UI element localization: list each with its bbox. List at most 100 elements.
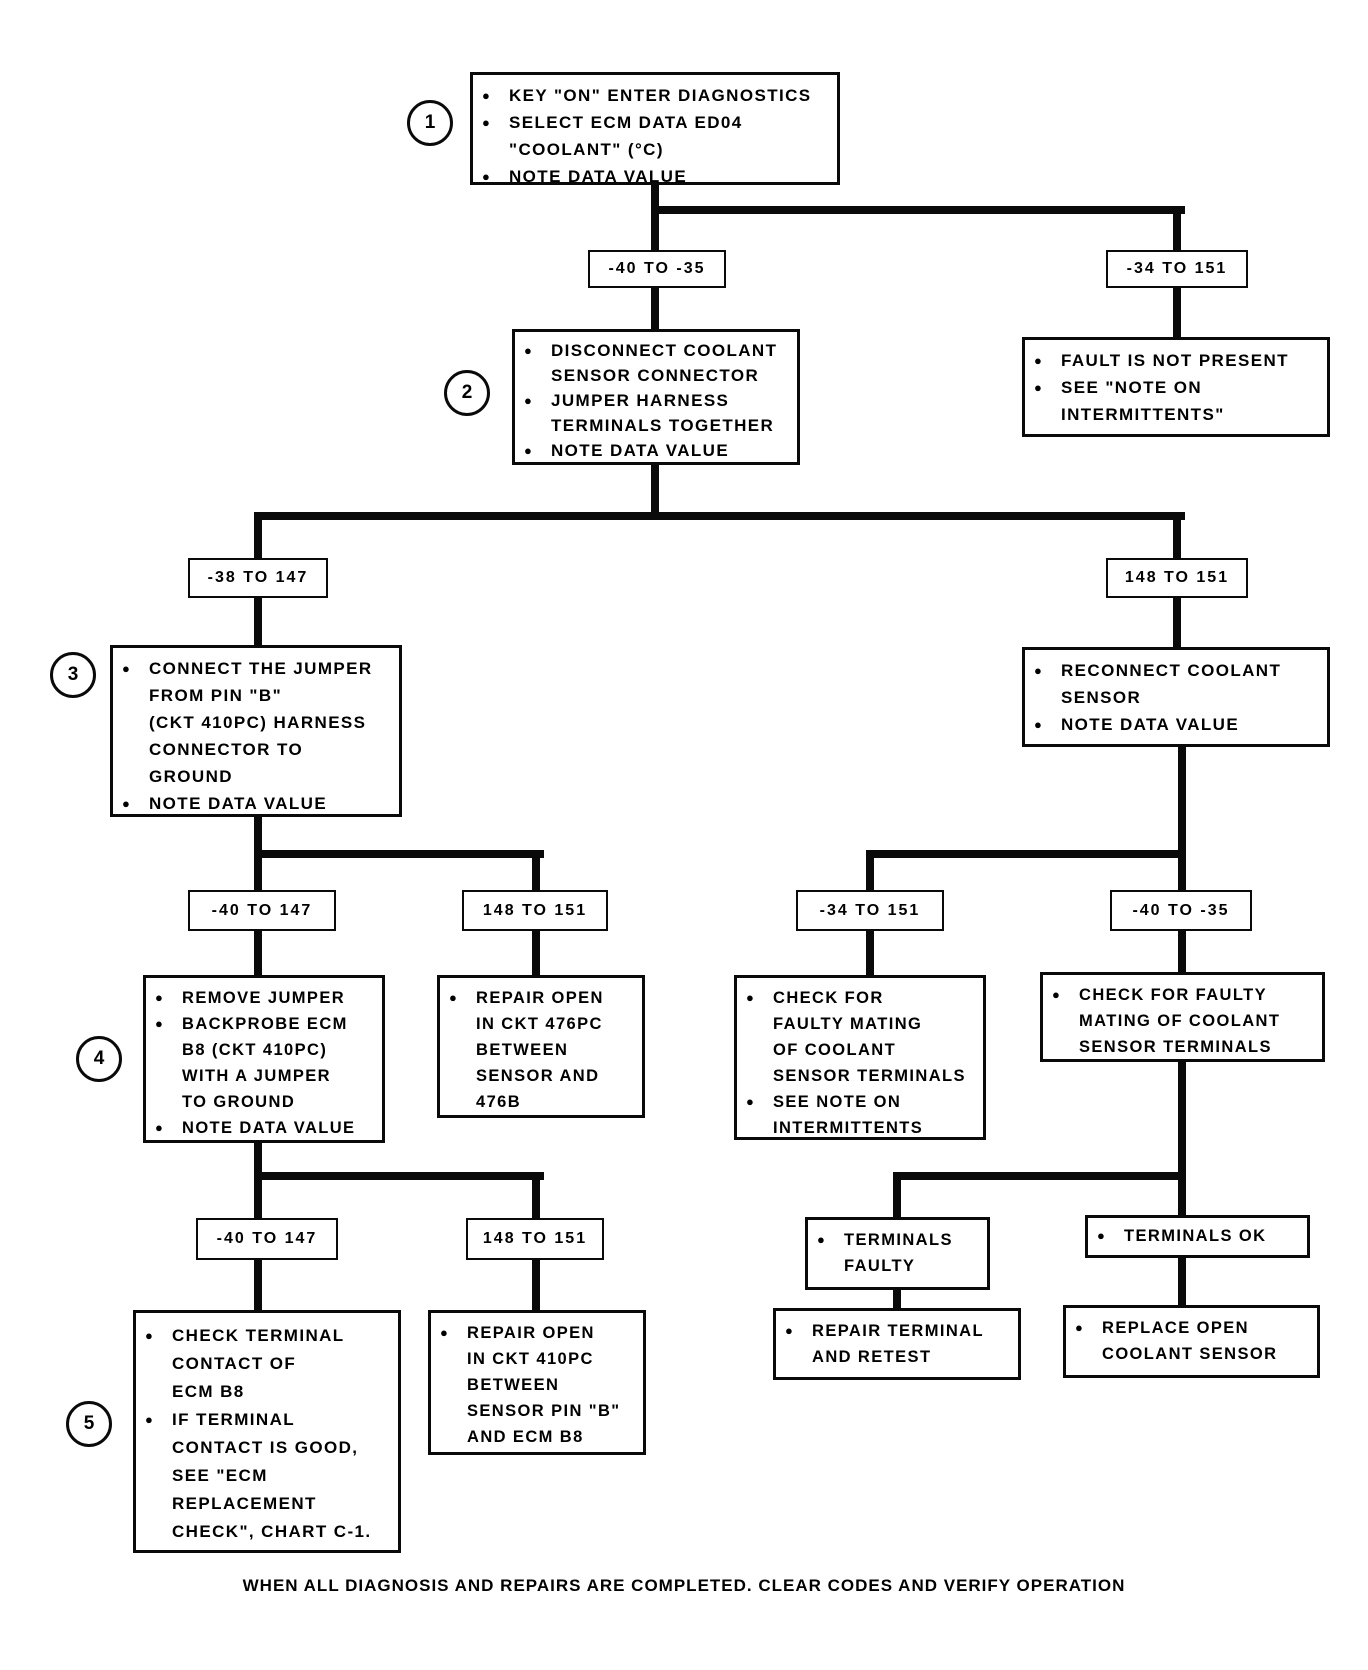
connector: [651, 458, 659, 518]
range-text: -40 TO -35: [608, 260, 706, 277]
range-text: -40 TO -35: [1132, 901, 1230, 919]
instruction-line: REPAIR OPEN: [431, 1320, 637, 1346]
instruction-line: AND RETEST: [812, 1348, 932, 1366]
connector: [866, 850, 1186, 858]
connector: [254, 927, 262, 979]
connector: [1178, 743, 1186, 858]
range-text: -40 TO 147: [211, 901, 313, 919]
instruction-line: OF COOLANT: [773, 1041, 897, 1059]
instruction-line: NOTE DATA VALUE: [473, 163, 831, 190]
instruction-line: SENSOR AND: [476, 1067, 600, 1085]
connector: [893, 1172, 1186, 1180]
instruction-line: SENSOR TERMINALS: [1079, 1038, 1272, 1056]
instruction-line: NOTE DATA VALUE: [146, 1115, 376, 1141]
range-label: 148 TO 151: [462, 890, 608, 931]
connector: [651, 285, 659, 331]
instruction-line: FROM PIN "B": [149, 686, 283, 705]
instruction-line: TERMINALS TOGETHER: [551, 416, 775, 435]
instruction-line: 476B: [476, 1093, 522, 1111]
instruction-line: SELECT ECM DATA ED04: [473, 109, 831, 136]
step-number-1: 1: [407, 100, 453, 146]
instruction-line: CONTACT OF: [172, 1354, 297, 1373]
connector: [532, 850, 540, 894]
range-label: -40 TO 147: [188, 890, 336, 931]
connector: [532, 1172, 540, 1222]
step-number-5: 5: [66, 1401, 112, 1447]
instruction-line: CHECK FOR FAULTY: [1043, 982, 1316, 1008]
step5-box: CHECK TERMINAL CONTACT OF ECM B8 IF TERM…: [133, 1310, 401, 1553]
step1-box: KEY "ON" ENTER DIAGNOSTICS SELECT ECM DA…: [470, 72, 840, 190]
range-text: 148 TO 151: [1124, 569, 1230, 586]
instruction-line: KEY "ON" ENTER DIAGNOSTICS: [473, 82, 831, 109]
connector: [254, 512, 262, 562]
range-label: -38 TO 147: [188, 558, 328, 598]
instruction-line: REPAIR OPEN: [440, 985, 636, 1011]
instruction-line: REPAIR TERMINAL: [776, 1318, 1012, 1344]
connector: [254, 813, 262, 858]
connector: [254, 850, 544, 858]
range-text: -40 TO 147: [216, 1230, 318, 1247]
instruction-line: TO GROUND: [182, 1093, 296, 1111]
instruction-line: ECM B8: [172, 1382, 245, 1401]
repair-terminal-box: REPAIR TERMINAL AND RETEST: [773, 1308, 1021, 1380]
step-number-2: 2: [444, 370, 490, 416]
instruction-line: SEE NOTE ON: [737, 1089, 977, 1115]
instruction-line: CHECK TERMINAL: [136, 1322, 392, 1350]
instruction-line: DISCONNECT COOLANT: [515, 338, 791, 363]
instruction-line: SENSOR TERMINALS: [773, 1067, 966, 1085]
range-label: -40 TO -35: [1110, 890, 1252, 931]
instruction-line: NOTE DATA VALUE: [1025, 711, 1321, 738]
connector: [254, 594, 262, 649]
step-number-label: 4: [93, 1048, 105, 1069]
instruction-line: CONNECT THE JUMPER: [113, 655, 393, 682]
connector: [254, 1172, 544, 1180]
instruction-line: SENSOR CONNECTOR: [551, 366, 760, 385]
instruction-line: REPLACE OPEN: [1066, 1315, 1311, 1341]
instruction-line: B8 (CKT 410PC): [182, 1041, 328, 1059]
instruction-line: REPLACEMENT: [172, 1494, 317, 1513]
result-line: TERMINALS: [808, 1227, 981, 1253]
terminals-ok-box: TERMINALS OK: [1085, 1215, 1310, 1258]
connector: [893, 1286, 901, 1314]
range-label: -34 TO 151: [796, 890, 944, 931]
range-text: -38 TO 147: [207, 569, 309, 586]
instruction-line: CONTACT IS GOOD,: [172, 1438, 359, 1457]
instruction-line: IN CKT 410PC: [467, 1350, 594, 1368]
connector: [1178, 1058, 1186, 1180]
step-number-label: 5: [83, 1413, 95, 1434]
step2-box: DISCONNECT COOLANT SENSOR CONNECTOR JUMP…: [512, 329, 800, 465]
connector: [651, 183, 659, 254]
connector: [254, 1172, 262, 1222]
repair-open-410pc-box: REPAIR OPEN IN CKT 410PC BETWEEN SENSOR …: [428, 1310, 646, 1455]
result-line: TERMINALS OK: [1088, 1223, 1301, 1249]
step-number-3: 3: [50, 652, 96, 698]
connector: [1178, 1254, 1186, 1309]
instruction-line: SEE "ECM: [172, 1466, 268, 1485]
connector: [1178, 850, 1186, 894]
connector: [1178, 927, 1186, 976]
instruction-line: WITH A JUMPER: [182, 1067, 331, 1085]
instruction-line: FAULT IS NOT PRESENT: [1025, 347, 1321, 374]
instruction-line: INTERMITTENTS: [773, 1119, 924, 1137]
instruction-line: SENSOR: [1061, 688, 1142, 707]
step-number-label: 2: [461, 382, 473, 403]
range-text: 148 TO 151: [482, 901, 588, 919]
instruction-line: BACKPROBE ECM: [146, 1011, 376, 1037]
connector: [1173, 512, 1181, 562]
connector: [651, 206, 1185, 214]
step-number-label: 3: [67, 664, 79, 685]
repair-open-476pc-box: REPAIR OPEN IN CKT 476PC BETWEEN SENSOR …: [437, 975, 645, 1118]
instruction-line: BETWEEN: [476, 1041, 569, 1059]
instruction-line: NOTE DATA VALUE: [515, 438, 791, 463]
instruction-line: BETWEEN: [467, 1376, 560, 1394]
fault-not-present-box: FAULT IS NOT PRESENT SEE "NOTE ON INTERM…: [1022, 337, 1330, 437]
connector: [1173, 285, 1181, 341]
connector: [893, 1172, 901, 1221]
step-number-4: 4: [76, 1036, 122, 1082]
range-text: -34 TO 151: [819, 901, 921, 919]
connector: [1173, 206, 1181, 254]
connector: [1173, 594, 1181, 651]
range-label: -40 TO -35: [588, 250, 726, 288]
range-text: -34 TO 151: [1126, 260, 1228, 277]
